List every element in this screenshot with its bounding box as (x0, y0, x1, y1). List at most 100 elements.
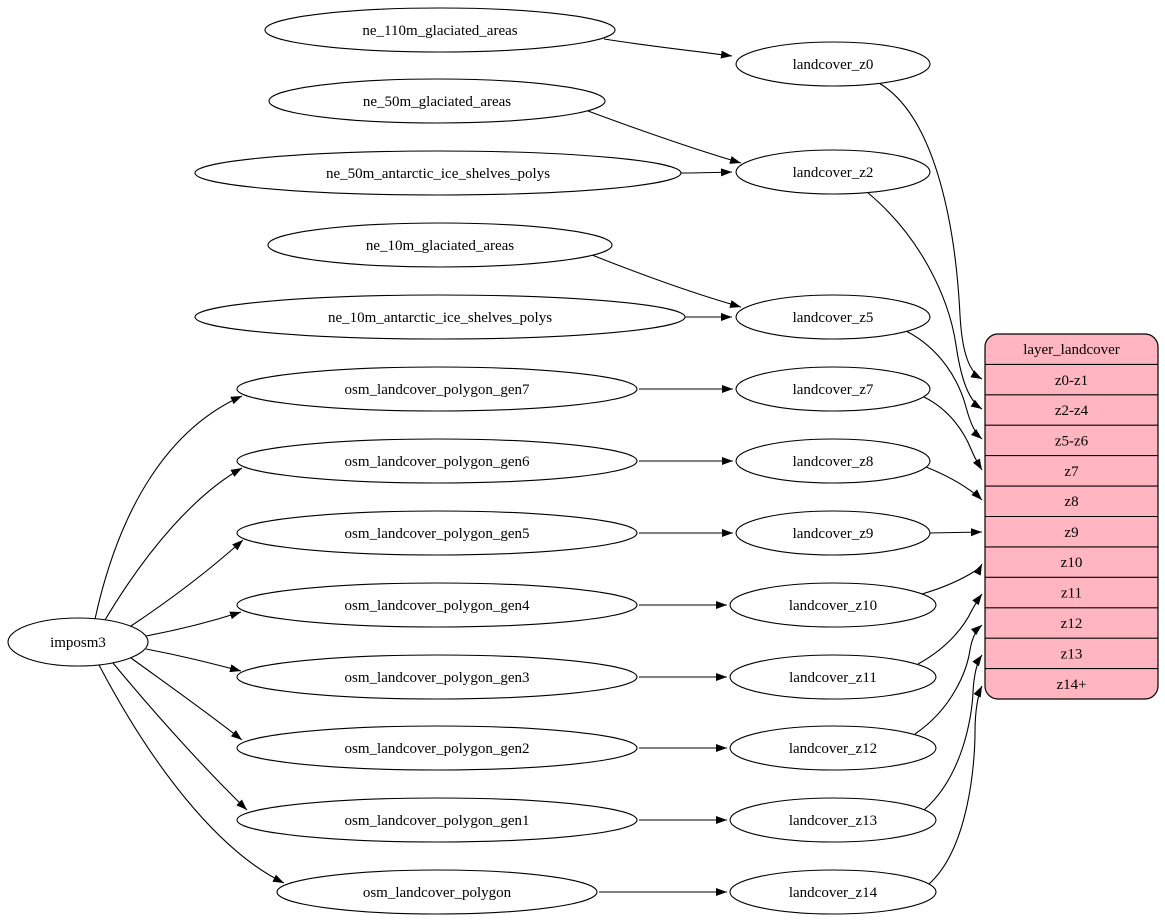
edge-imposm3-to-osm_landcover_polygon_gen3 (145, 648, 242, 673)
node-landcover_z11-shape (729, 654, 937, 700)
node-osm_landcover_polygon_gen4: osm_landcover_polygon_gen4 (236, 582, 638, 628)
node-osm_landcover_polygon_gen2-label: osm_landcover_polygon_gen2 (345, 741, 530, 757)
node-ne_110m_glaciated_areas: ne_110m_glaciated_areas (264, 7, 616, 53)
node-landcover_z9-label: landcover_z9 (793, 526, 874, 542)
node-osm_landcover_polygon_gen2: osm_landcover_polygon_gen2 (236, 725, 638, 771)
node-osm_landcover_polygon-label: osm_landcover_polygon (363, 885, 512, 901)
edge-landcover_z2-to-row-z2-z4 (866, 191, 983, 410)
node-landcover_z5: landcover_z5 (735, 294, 931, 340)
edge-landcover_z14-to-row-z14plus (928, 685, 983, 885)
edge-imposm3-to-osm_landcover_polygon_gen7 (94, 395, 243, 620)
node-landcover_z0-label: landcover_z0 (793, 57, 874, 73)
node-landcover_z7-shape (735, 366, 931, 412)
node-ne_50m_glaciated_areas: ne_50m_glaciated_areas (268, 78, 606, 124)
node-landcover_z10: landcover_z10 (729, 582, 937, 628)
node-landcover_z7-label: landcover_z7 (793, 382, 874, 398)
edge-ne_50m_antarctic_ice_shelves_polys-to-landcover_z2 (680, 168, 733, 177)
node-landcover_z9-shape (735, 510, 931, 556)
node-layer: imposm3 ne_110m_glaciated_areas ne_50m_g… (7, 7, 937, 915)
node-landcover_z2-label: landcover_z2 (793, 165, 874, 181)
node-landcover_z12: landcover_z12 (729, 725, 937, 771)
node-osm_landcover_polygon_gen1: osm_landcover_polygon_gen1 (236, 797, 638, 843)
edge-landcover_z10-to-row-z10 (921, 563, 983, 595)
edge-imposm3-to-osm_landcover_polygon_gen5 (130, 539, 244, 627)
node-landcover_z5-label: landcover_z5 (793, 310, 874, 326)
node-landcover_z7: landcover_z7 (735, 366, 931, 412)
node-ne_10m_glaciated_areas: ne_10m_glaciated_areas (267, 222, 613, 268)
edge-landcover_z8-to-row-z8 (925, 466, 983, 501)
node-ne_110m_glaciated_areas-label: ne_110m_glaciated_areas (362, 23, 517, 39)
table-layer-landcover: layer_landcover z0-z1 z2-z4 z5-z6 z7 z8 … (984, 333, 1159, 700)
edge-ne_10m_glaciated_areas-to-landcover_z5 (591, 254, 742, 308)
node-ne_10m_glaciated_areas-label: ne_10m_glaciated_areas (366, 238, 514, 254)
table-row-z5-z6: z5-z6 (1055, 434, 1089, 450)
node-ne_50m_glaciated_areas-label: ne_50m_glaciated_areas (363, 94, 511, 110)
node-ne_50m_antarctic_ice_shelves_polys-shape (194, 150, 682, 196)
table-row-z9: z9 (1064, 525, 1078, 541)
node-ne_50m_antarctic_ice_shelves_polys-label: ne_50m_antarctic_ice_shelves_polys (326, 166, 550, 182)
table-row-z13: z13 (1061, 647, 1083, 663)
node-osm_landcover_polygon_gen7-label: osm_landcover_polygon_gen7 (345, 382, 530, 398)
node-landcover_z9: landcover_z9 (735, 510, 931, 556)
node-osm_landcover_polygon_gen6: osm_landcover_polygon_gen6 (236, 438, 638, 484)
edge-layer (94, 38, 983, 896)
node-imposm3-shape (7, 617, 149, 667)
node-osm_landcover_polygon_gen6-shape (236, 438, 638, 484)
table-row-z12: z12 (1061, 616, 1083, 632)
node-ne_110m_glaciated_areas-shape (264, 7, 616, 53)
node-osm_landcover_polygon_gen2-shape (236, 725, 638, 771)
table-row-z14plus: z14+ (1056, 677, 1086, 693)
node-landcover_z0: landcover_z0 (735, 41, 931, 87)
node-osm_landcover_polygon_gen3: osm_landcover_polygon_gen3 (236, 654, 638, 700)
edge-imposm3-to-osm_landcover_polygon_gen2 (130, 657, 243, 741)
edge-imposm3-to-osm_landcover_polygon_gen4 (145, 611, 242, 637)
edge-landcover_z7-to-row-z7 (923, 396, 983, 471)
node-osm_landcover_polygon-shape (276, 869, 598, 915)
node-landcover_z14: landcover_z14 (729, 869, 937, 915)
edge-ne_50m_glaciated_areas-to-landcover_z2 (587, 110, 742, 164)
node-ne_10m_antarctic_ice_shelves_polys: ne_10m_antarctic_ice_shelves_polys (194, 294, 686, 340)
edge-imposm3-to-osm_landcover_polygon_gen6 (104, 467, 243, 621)
edge-imposm3-to-osm_landcover_polygon (98, 664, 285, 884)
table-row-z7: z7 (1064, 464, 1079, 480)
node-landcover_z14-shape (729, 869, 937, 915)
node-osm_landcover_polygon_gen3-shape (236, 654, 638, 700)
edge-imposm3-to-osm_landcover_polygon_gen1 (112, 662, 248, 811)
edge-landcover_z11-to-row-z11 (917, 593, 983, 665)
node-landcover_z10-label: landcover_z10 (789, 598, 877, 614)
node-ne_10m_antarctic_ice_shelves_polys-label: ne_10m_antarctic_ice_shelves_polys (328, 310, 552, 326)
node-osm_landcover_polygon_gen6-label: osm_landcover_polygon_gen6 (345, 454, 530, 470)
node-landcover_z2: landcover_z2 (735, 149, 931, 195)
node-landcover_z2-shape (735, 149, 931, 195)
node-osm_landcover_polygon_gen5-label: osm_landcover_polygon_gen5 (345, 526, 530, 542)
node-landcover_z13-label: landcover_z13 (789, 813, 877, 829)
edge-landcover_z0-to-row-z0-z1 (878, 82, 983, 380)
node-landcover_z11: landcover_z11 (729, 654, 937, 700)
table-row-z2-z4: z2-z4 (1055, 403, 1089, 419)
table-row-z10: z10 (1061, 555, 1083, 571)
node-osm_landcover_polygon_gen4-label: osm_landcover_polygon_gen4 (345, 598, 530, 614)
node-landcover_z8-shape (735, 438, 931, 484)
node-ne_10m_antarctic_ice_shelves_polys-shape (194, 294, 686, 340)
table-row-z0-z1: z0-z1 (1055, 373, 1088, 389)
edge-landcover_z5-to-row-z5-z6 (905, 330, 983, 440)
node-osm_landcover_polygon_gen5-shape (236, 510, 638, 556)
node-ne_50m_antarctic_ice_shelves_polys: ne_50m_antarctic_ice_shelves_polys (194, 150, 682, 196)
table-row-z8: z8 (1064, 494, 1078, 510)
node-imposm3: imposm3 (7, 617, 149, 667)
edge-ne_110m_glaciated_areas-to-landcover_z0 (603, 38, 733, 59)
node-osm_landcover_polygon_gen4-shape (236, 582, 638, 628)
node-imposm3-label: imposm3 (50, 635, 106, 651)
node-osm_landcover_polygon_gen1-shape (236, 797, 638, 843)
edge-landcover_z9-to-row-z9 (929, 528, 983, 537)
node-osm_landcover_polygon_gen7: osm_landcover_polygon_gen7 (236, 366, 638, 412)
node-ne_10m_glaciated_areas-shape (267, 222, 613, 268)
node-landcover_z11-label: landcover_z11 (789, 670, 877, 686)
node-landcover_z12-label: landcover_z12 (789, 741, 877, 757)
node-osm_landcover_polygon: osm_landcover_polygon (276, 869, 598, 915)
node-landcover_z14-label: landcover_z14 (789, 885, 878, 901)
node-landcover_z10-shape (729, 582, 937, 628)
node-ne_50m_glaciated_areas-shape (268, 78, 606, 124)
node-landcover_z13-shape (729, 797, 937, 843)
